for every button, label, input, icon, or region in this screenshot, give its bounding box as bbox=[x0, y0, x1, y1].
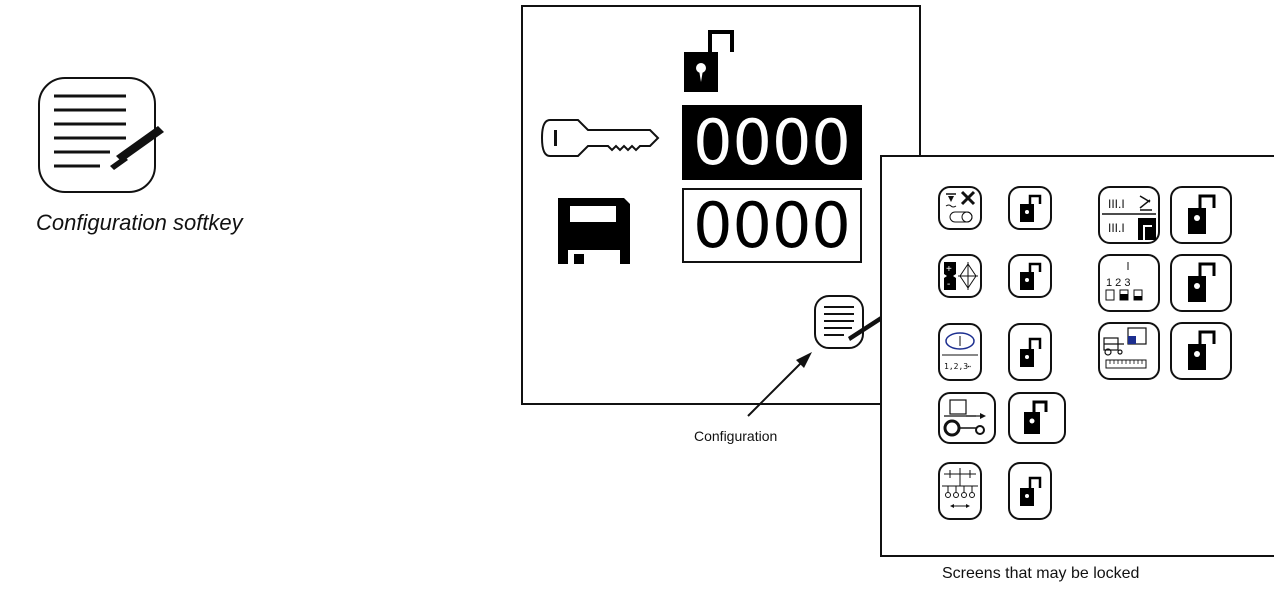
pointer-arrow bbox=[747, 352, 812, 417]
settings-numbers: 1,2,3 bbox=[944, 362, 968, 371]
padlock-open-icon[interactable] bbox=[1008, 323, 1052, 381]
padlock-open-icon[interactable] bbox=[1170, 186, 1232, 244]
padlock-open-icon[interactable] bbox=[1008, 186, 1052, 230]
svg-text:+: + bbox=[946, 264, 952, 275]
roman-top-text: III.I bbox=[1108, 197, 1125, 211]
padlock-open-icon[interactable] bbox=[1008, 254, 1052, 298]
tractor-screen-key[interactable] bbox=[938, 392, 996, 444]
configuration-softkey-icon bbox=[38, 77, 164, 193]
svg-text:⋯: ⋯ bbox=[966, 362, 971, 371]
padlock-open-icon[interactable] bbox=[1170, 254, 1232, 312]
configuration-button[interactable] bbox=[812, 293, 884, 353]
floppy-disk-icon bbox=[558, 198, 630, 264]
configuration-label: Configuration bbox=[694, 428, 778, 444]
unlock-code-display[interactable]: 0000 bbox=[682, 105, 862, 180]
lockable-screens-caption: Screens that may be locked bbox=[942, 565, 1140, 582]
saved-code-display[interactable]: 0000 bbox=[682, 188, 862, 263]
sections-numbers: 1 2 3 bbox=[1106, 277, 1130, 289]
svg-text:-: - bbox=[947, 279, 950, 290]
tractor-measure-screen-key[interactable] bbox=[1098, 322, 1160, 380]
padlock-open-icon[interactable] bbox=[1008, 462, 1052, 520]
rate-screen-key[interactable]: III.I III.I bbox=[1098, 186, 1160, 244]
sections-screen-key[interactable]: 1 2 3 bbox=[1098, 254, 1160, 312]
padlock-open-icon[interactable] bbox=[1008, 392, 1066, 444]
padlock-open-icon[interactable] bbox=[682, 26, 742, 94]
roman-bottom-text: III.I bbox=[1108, 221, 1125, 235]
softkey-caption: Configuration softkey bbox=[36, 210, 243, 235]
padlock-open-icon[interactable] bbox=[1170, 322, 1232, 380]
key-icon bbox=[540, 119, 660, 157]
settings-screen-key[interactable]: 1,2,3 ⋯ bbox=[938, 323, 982, 381]
seed-section-screen-key[interactable] bbox=[938, 186, 982, 230]
offset-screen-key[interactable]: + - bbox=[938, 254, 982, 298]
row-units-screen-key[interactable] bbox=[938, 462, 982, 520]
